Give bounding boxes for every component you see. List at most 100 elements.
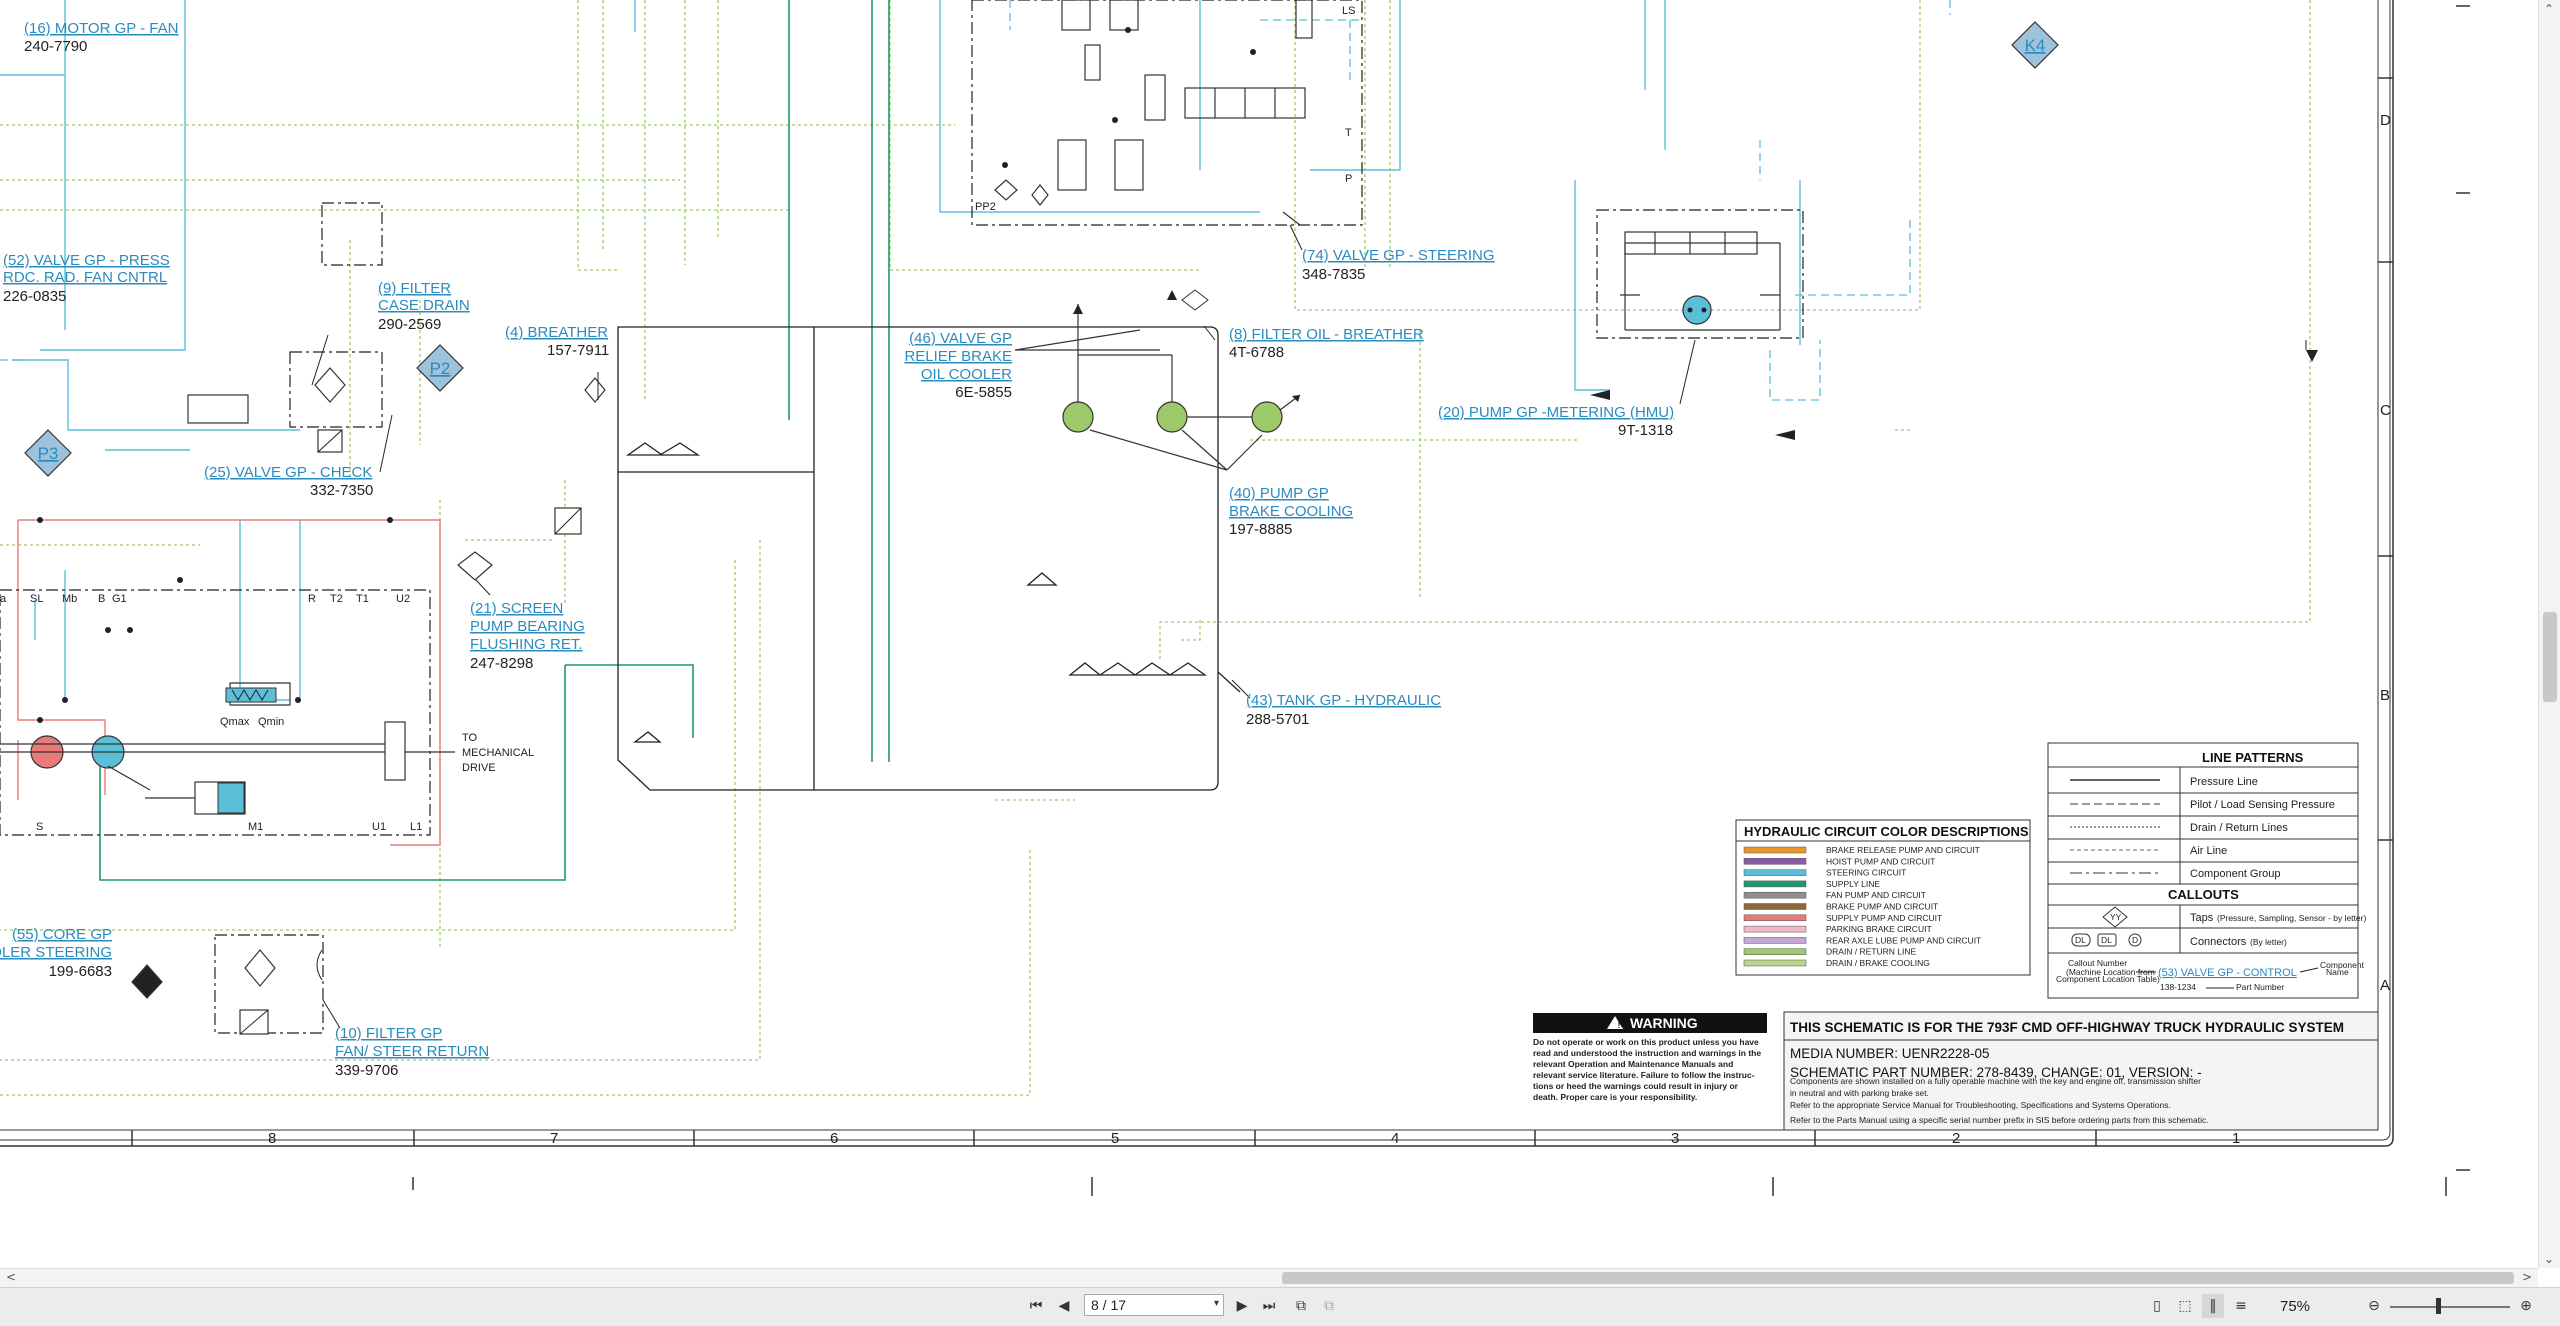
zoom-in-icon[interactable]: ⊕ — [2520, 1298, 2532, 1314]
warning-line-5: tions or heed the warnings could result … — [1533, 1081, 1739, 1091]
port-b: B — [98, 593, 105, 605]
warning-title: WARNING — [1630, 1015, 1698, 1031]
scroll-up-icon[interactable]: ⌃ — [2544, 2, 2555, 16]
page-number-value: 8 / 17 — [1091, 1297, 1127, 1313]
color-swatch — [1743, 846, 1807, 854]
color-swatch — [1743, 858, 1807, 865]
scroll-right-icon[interactable]: > — [2522, 1270, 2533, 1284]
zoom-level[interactable]: 75% — [2280, 1298, 2311, 1315]
callout-filter-case-line2[interactable]: CASE DRAIN — [378, 297, 470, 314]
callout-valve-press-line2[interactable]: RDC. RAD. FAN CNTRL — [3, 269, 167, 286]
tap-k4[interactable]: K4 — [2025, 36, 2046, 55]
line-patterns-title: LINE PATTERNS — [2202, 750, 2304, 765]
zone-col-5: 5 — [1111, 1130, 1119, 1147]
port-t: T — [1345, 127, 1352, 139]
rotate-view-icon[interactable]: ⧉ — [1296, 1298, 1306, 1314]
part-valve-relief: 6E-5855 — [955, 384, 1012, 401]
page-number-input[interactable]: 8 / 17 ▾ — [1084, 1294, 1224, 1316]
port-m1: M1 — [248, 821, 263, 833]
scroll-left-icon[interactable]: < — [6, 1270, 17, 1284]
callout-filter-fan-line2[interactable]: FAN/ STEER RETURN — [335, 1043, 489, 1060]
color-legend-title: HYDRAULIC CIRCUIT COLOR DESCRIPTIONS — [1744, 824, 2029, 839]
component-name-label-2: Name — [2326, 967, 2349, 977]
example-part: 138-1234 — [2160, 982, 2196, 992]
callout-valve-relief-line3[interactable]: OIL COOLER — [921, 366, 1012, 383]
color-legend: HYDRAULIC CIRCUIT COLOR DESCRIPTIONS BRA… — [1735, 819, 2031, 976]
callout-pump-brake-line2[interactable]: BRAKE COOLING — [1229, 503, 1353, 520]
callout-screen-line2[interactable]: PUMP BEARING — [470, 618, 585, 635]
port-qmax: Qmax — [220, 716, 250, 728]
port-mb: Mb — [62, 593, 77, 605]
title-note-3: Refer to the appropriate Service Manual … — [1790, 1100, 2171, 1110]
color-legend-label: SUPPLY PUMP AND CIRCUIT — [1826, 913, 1942, 923]
part-filter-oil: 4T-6788 — [1229, 344, 1284, 361]
next-page-icon[interactable]: ▶ — [1236, 1298, 1248, 1314]
zone-col-2: 2 — [1952, 1130, 1960, 1147]
zone-col-3: 3 — [1671, 1130, 1679, 1147]
callout-filter-fan[interactable]: (10) FILTER GP — [335, 1025, 442, 1042]
two-page-continuous-icon[interactable]: ≡ — [2235, 1298, 2247, 1314]
callout-filter-case[interactable]: (9) FILTER — [378, 280, 451, 297]
callout-core-line2[interactable]: OLER STEERING — [0, 944, 112, 961]
callout-valve-check[interactable]: (25) VALVE GP - CHECK — [204, 464, 372, 481]
warning-line-4: relevant service literature. Failure to … — [1533, 1070, 1755, 1080]
warning-line-3: relevant Operation and Maintenance Manua… — [1533, 1059, 1733, 1069]
tap-p3[interactable]: P3 — [38, 444, 59, 463]
to-mechanical-drive-line2: MECHANICAL — [462, 747, 534, 759]
color-swatch — [1743, 903, 1807, 910]
part-breather: 157-7911 — [547, 342, 609, 359]
port-u2: U2 — [396, 593, 410, 605]
callout-screen-line3[interactable]: FLUSHING RET. — [470, 636, 583, 653]
port-l1: L1 — [410, 821, 422, 833]
chevron-down-icon[interactable]: ▾ — [1213, 1298, 1219, 1309]
example-callout: (53) VALVE GP - CONTROL — [2158, 967, 2297, 979]
port-qmin: Qmin — [258, 716, 284, 728]
port-t2: T2 — [330, 593, 343, 605]
callout-valve-relief-line2[interactable]: RELIEF BRAKE — [904, 348, 1012, 365]
prev-page-icon[interactable]: ◀ — [1058, 1298, 1070, 1314]
vertical-scroll-thumb[interactable] — [2543, 612, 2557, 702]
continuous-view-icon[interactable]: ⬚ — [2178, 1298, 2192, 1314]
tap-p2[interactable]: P2 — [430, 359, 451, 378]
color-legend-label: FAN PUMP AND CIRCUIT — [1826, 890, 1926, 900]
first-page-icon[interactable]: ⏮ — [1029, 1298, 1043, 1314]
part-valve-steering: 348-7835 — [1302, 266, 1365, 283]
document-viewport[interactable]: 8 7 6 5 4 3 2 1 D C B A — [0, 0, 2538, 1268]
callout-valve-relief[interactable]: (46) VALVE GP — [909, 330, 1012, 347]
zoom-out-icon[interactable]: ⊖ — [2368, 1298, 2380, 1314]
taps-note: (Pressure, Sampling, Sensor - by letter) — [2217, 913, 2366, 923]
port-a: a — [0, 593, 7, 605]
zoom-slider[interactable] — [2390, 1306, 2510, 1308]
callout-pump-metering[interactable]: (20) PUMP GP -METERING (HMU) — [1438, 404, 1674, 421]
hydraulic-schematic: 8 7 6 5 4 3 2 1 D C B A — [0, 0, 2470, 1196]
color-legend-label: DRAIN / BRAKE COOLING — [1826, 958, 1930, 968]
callout-valve-steering[interactable]: (74) VALVE GP - STEERING — [1302, 247, 1495, 264]
part-valve-press: 226-0835 — [3, 288, 66, 305]
zone-col-7: 7 — [550, 1130, 558, 1147]
warning-line-1: Do not operate or work on this product u… — [1533, 1037, 1759, 1047]
callout-filter-oil[interactable]: (8) FILTER OIL - BREATHER — [1229, 326, 1424, 343]
callout-motor-fan[interactable]: (16) MOTOR GP - FAN — [24, 20, 178, 37]
callout-tank[interactable]: (43) TANK GP - HYDRAULIC — [1246, 692, 1441, 709]
scroll-down-icon[interactable]: ⌄ — [2544, 1252, 2555, 1266]
zoom-slider-handle[interactable] — [2436, 1298, 2441, 1314]
last-page-icon[interactable]: ⏭ — [1262, 1298, 1276, 1314]
rotate-view-alt-icon[interactable]: ⧉ — [1324, 1298, 1334, 1314]
pattern-component-group: Component Group — [2190, 868, 2281, 880]
callout-pump-brake[interactable]: (40) PUMP GP — [1229, 485, 1329, 502]
port-g1: G1 — [112, 593, 127, 605]
zone-col-4: 4 — [1391, 1130, 1399, 1147]
callout-screen[interactable]: (21) SCREEN — [470, 600, 563, 617]
color-swatch — [1743, 880, 1807, 888]
horizontal-scroll-thumb[interactable] — [1282, 1272, 2514, 1284]
callout-valve-press[interactable]: (52) VALVE GP - PRESS — [3, 252, 170, 269]
callout-core[interactable]: (55) CORE GP — [12, 926, 112, 943]
vertical-scrollbar[interactable]: ⌃ ⌄ — [2538, 0, 2560, 1268]
media-number: MEDIA NUMBER: UENR2228-05 — [1790, 1046, 1990, 1061]
connectors-note: (By letter) — [2250, 937, 2287, 947]
single-page-view-icon[interactable]: ▯ — [2153, 1298, 2161, 1314]
callout-breather[interactable]: (4) BREATHER — [505, 324, 608, 341]
two-page-view-icon[interactable]: ‖ — [2202, 1294, 2224, 1318]
port-r: R — [308, 593, 316, 605]
horizontal-scrollbar[interactable]: < > — [0, 1268, 2538, 1287]
